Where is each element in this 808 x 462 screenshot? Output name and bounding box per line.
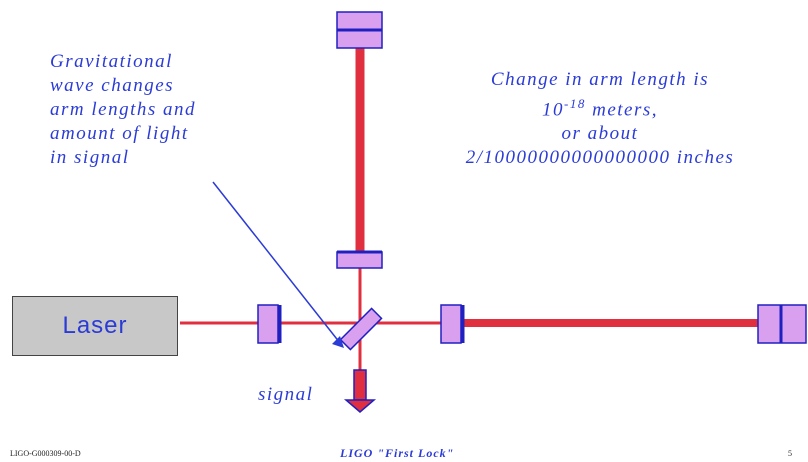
- x-end-mirror: [757, 304, 807, 344]
- gravitational-wave-note: Gravitational wave changes arm lengths a…: [50, 50, 196, 170]
- laser-label: Laser: [62, 312, 128, 339]
- base-ten: 10: [542, 99, 564, 121]
- y-input-mirror: [336, 250, 383, 269]
- laser-box: Laser: [12, 296, 178, 356]
- exponent: -18: [564, 96, 586, 111]
- right-note-line: 2/10000000000000000 inches: [465, 147, 735, 169]
- arm-length-note: Change in arm length is 10-18 meters, or…: [430, 68, 770, 170]
- left-note-line: arm lengths and: [50, 99, 196, 120]
- recycling-mirror: [257, 304, 282, 344]
- right-note-line-exponent: 10-18 meters,: [430, 92, 770, 122]
- left-note-line: amount of light: [50, 123, 189, 144]
- y-end-mirror: [336, 11, 383, 49]
- footer-title: LIGO "First Lock": [340, 446, 455, 460]
- right-note-line: Change in arm length is: [490, 69, 710, 90]
- left-note-line: wave changes: [50, 75, 175, 96]
- x-input-mirror: [440, 304, 465, 344]
- signal-arrow: [343, 369, 377, 413]
- left-note-line: Gravitational: [50, 51, 173, 72]
- right-note-line: or about: [561, 123, 639, 145]
- signal-label: signal: [258, 384, 314, 405]
- page-number: 5: [788, 449, 792, 458]
- footer-doc-id: LIGO-G000309-00-D: [10, 449, 81, 458]
- annotation-arrow: [212, 181, 344, 348]
- meters-text: meters,: [585, 99, 658, 121]
- beam-splitter: [339, 307, 383, 351]
- left-note-line: in signal: [50, 147, 130, 168]
